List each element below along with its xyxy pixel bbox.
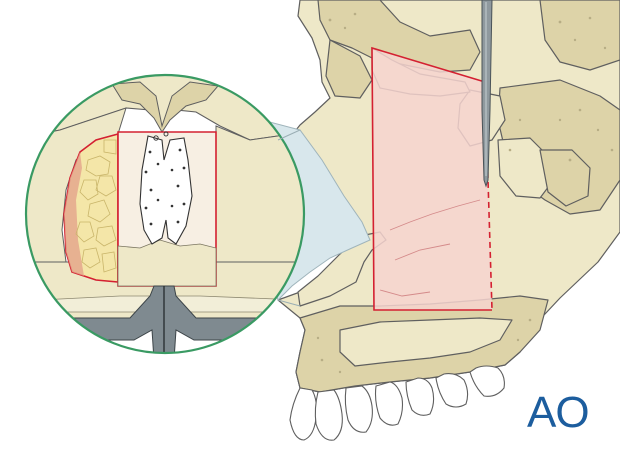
lacrimal-detail <box>325 39 373 99</box>
osteotomy-window <box>371 46 493 311</box>
ao-logo-text: AO <box>527 388 590 437</box>
fracture-lines <box>379 199 481 297</box>
inset-connectors <box>277 129 301 307</box>
teeth <box>289 365 505 441</box>
septum-perforations <box>144 131 186 226</box>
tooth-1 <box>289 387 318 441</box>
tooth-4 <box>374 381 404 426</box>
sphenoid-region <box>539 0 620 71</box>
sinus-mucosa <box>64 152 84 276</box>
tooth-2 <box>314 389 343 441</box>
osteotomy-fill <box>372 48 492 310</box>
osteotomy-border <box>371 46 492 311</box>
bone-texture <box>316 12 614 374</box>
inset-crista <box>111 81 219 133</box>
inset-border <box>24 73 306 355</box>
tooth-7 <box>469 365 505 397</box>
skull-lateral-view <box>277 0 620 393</box>
inset-instrument-handle <box>26 285 304 353</box>
osteotome <box>481 0 493 188</box>
osteotome-shaft <box>481 0 493 188</box>
palate-inner <box>339 317 513 367</box>
septum-base-bone <box>117 239 217 287</box>
osteotomy-planned-line <box>484 81 493 311</box>
coronal-inset <box>24 73 306 355</box>
tooth-5 <box>405 377 435 416</box>
nasal-septum <box>139 135 193 245</box>
tooth-3 <box>344 385 373 433</box>
tooth-6 <box>435 373 469 408</box>
ao-logo: AO <box>527 388 590 438</box>
inferior-turbinate <box>539 149 591 207</box>
middle-turbinate <box>497 137 553 199</box>
cancellous-pattern <box>75 139 117 273</box>
